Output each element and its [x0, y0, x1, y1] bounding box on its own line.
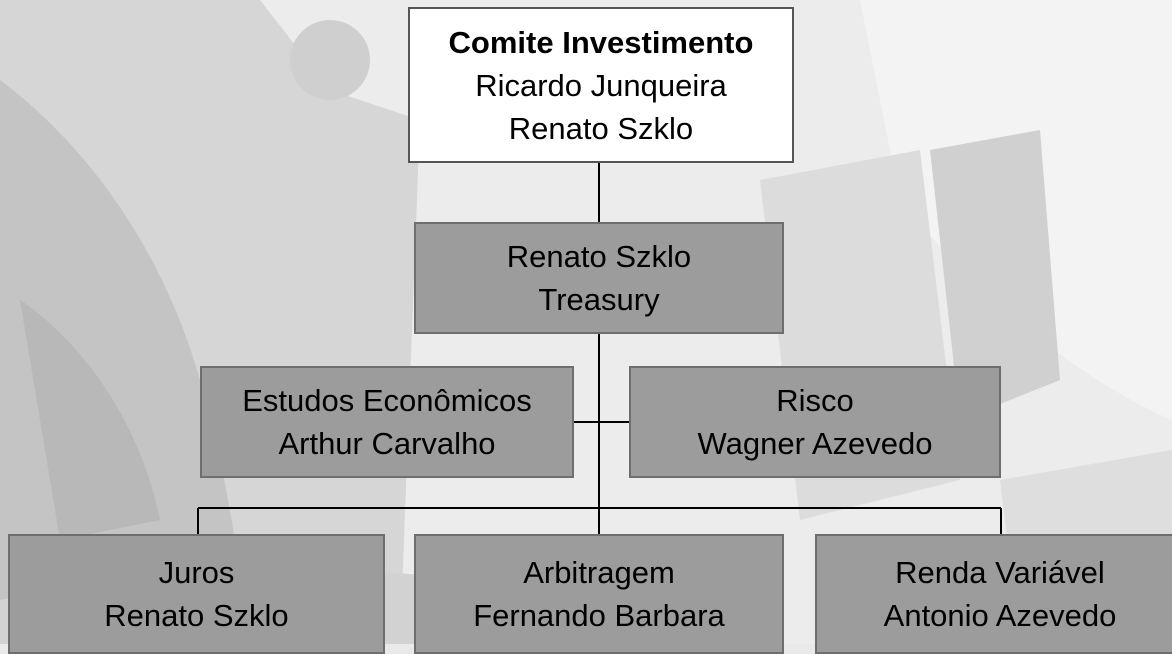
estudos-dept: Estudos Econômicos: [242, 383, 532, 418]
estudos-name: Arthur Carvalho: [278, 426, 496, 461]
risco-name: Wagner Azevedo: [697, 426, 933, 461]
risco-dept: Risco: [776, 383, 854, 418]
renda-variavel-box: Renda Variável Antonio Azevedo: [815, 534, 1172, 654]
comite-member-1: Ricardo Junqueira: [475, 67, 727, 103]
estudos-economicos-box: Estudos Econômicos Arthur Carvalho: [200, 366, 574, 478]
arbitragem-dept: Arbitragem: [523, 555, 675, 590]
renda-name: Antonio Azevedo: [883, 598, 1117, 633]
treasury-name: Renato Szklo: [506, 239, 692, 274]
treasury-role: Treasury: [538, 282, 660, 317]
comite-investimento-box: Comite Investimento Ricardo Junqueira Re…: [408, 7, 794, 163]
treasury-box: Renato Szklo Treasury: [414, 222, 784, 334]
arbitragem-box: Arbitragem Fernando Barbara: [414, 534, 784, 654]
arbitragem-name: Fernando Barbara: [473, 598, 725, 633]
juros-box: Juros Renato Szklo: [8, 534, 385, 654]
comite-title: Comite Investimento: [448, 24, 754, 60]
juros-name: Renato Szklo: [104, 598, 289, 633]
renda-dept: Renda Variável: [895, 555, 1105, 590]
risco-box: Risco Wagner Azevedo: [629, 366, 1001, 478]
juros-dept: Juros: [158, 555, 235, 590]
comite-member-2: Renato Szklo: [508, 110, 694, 146]
